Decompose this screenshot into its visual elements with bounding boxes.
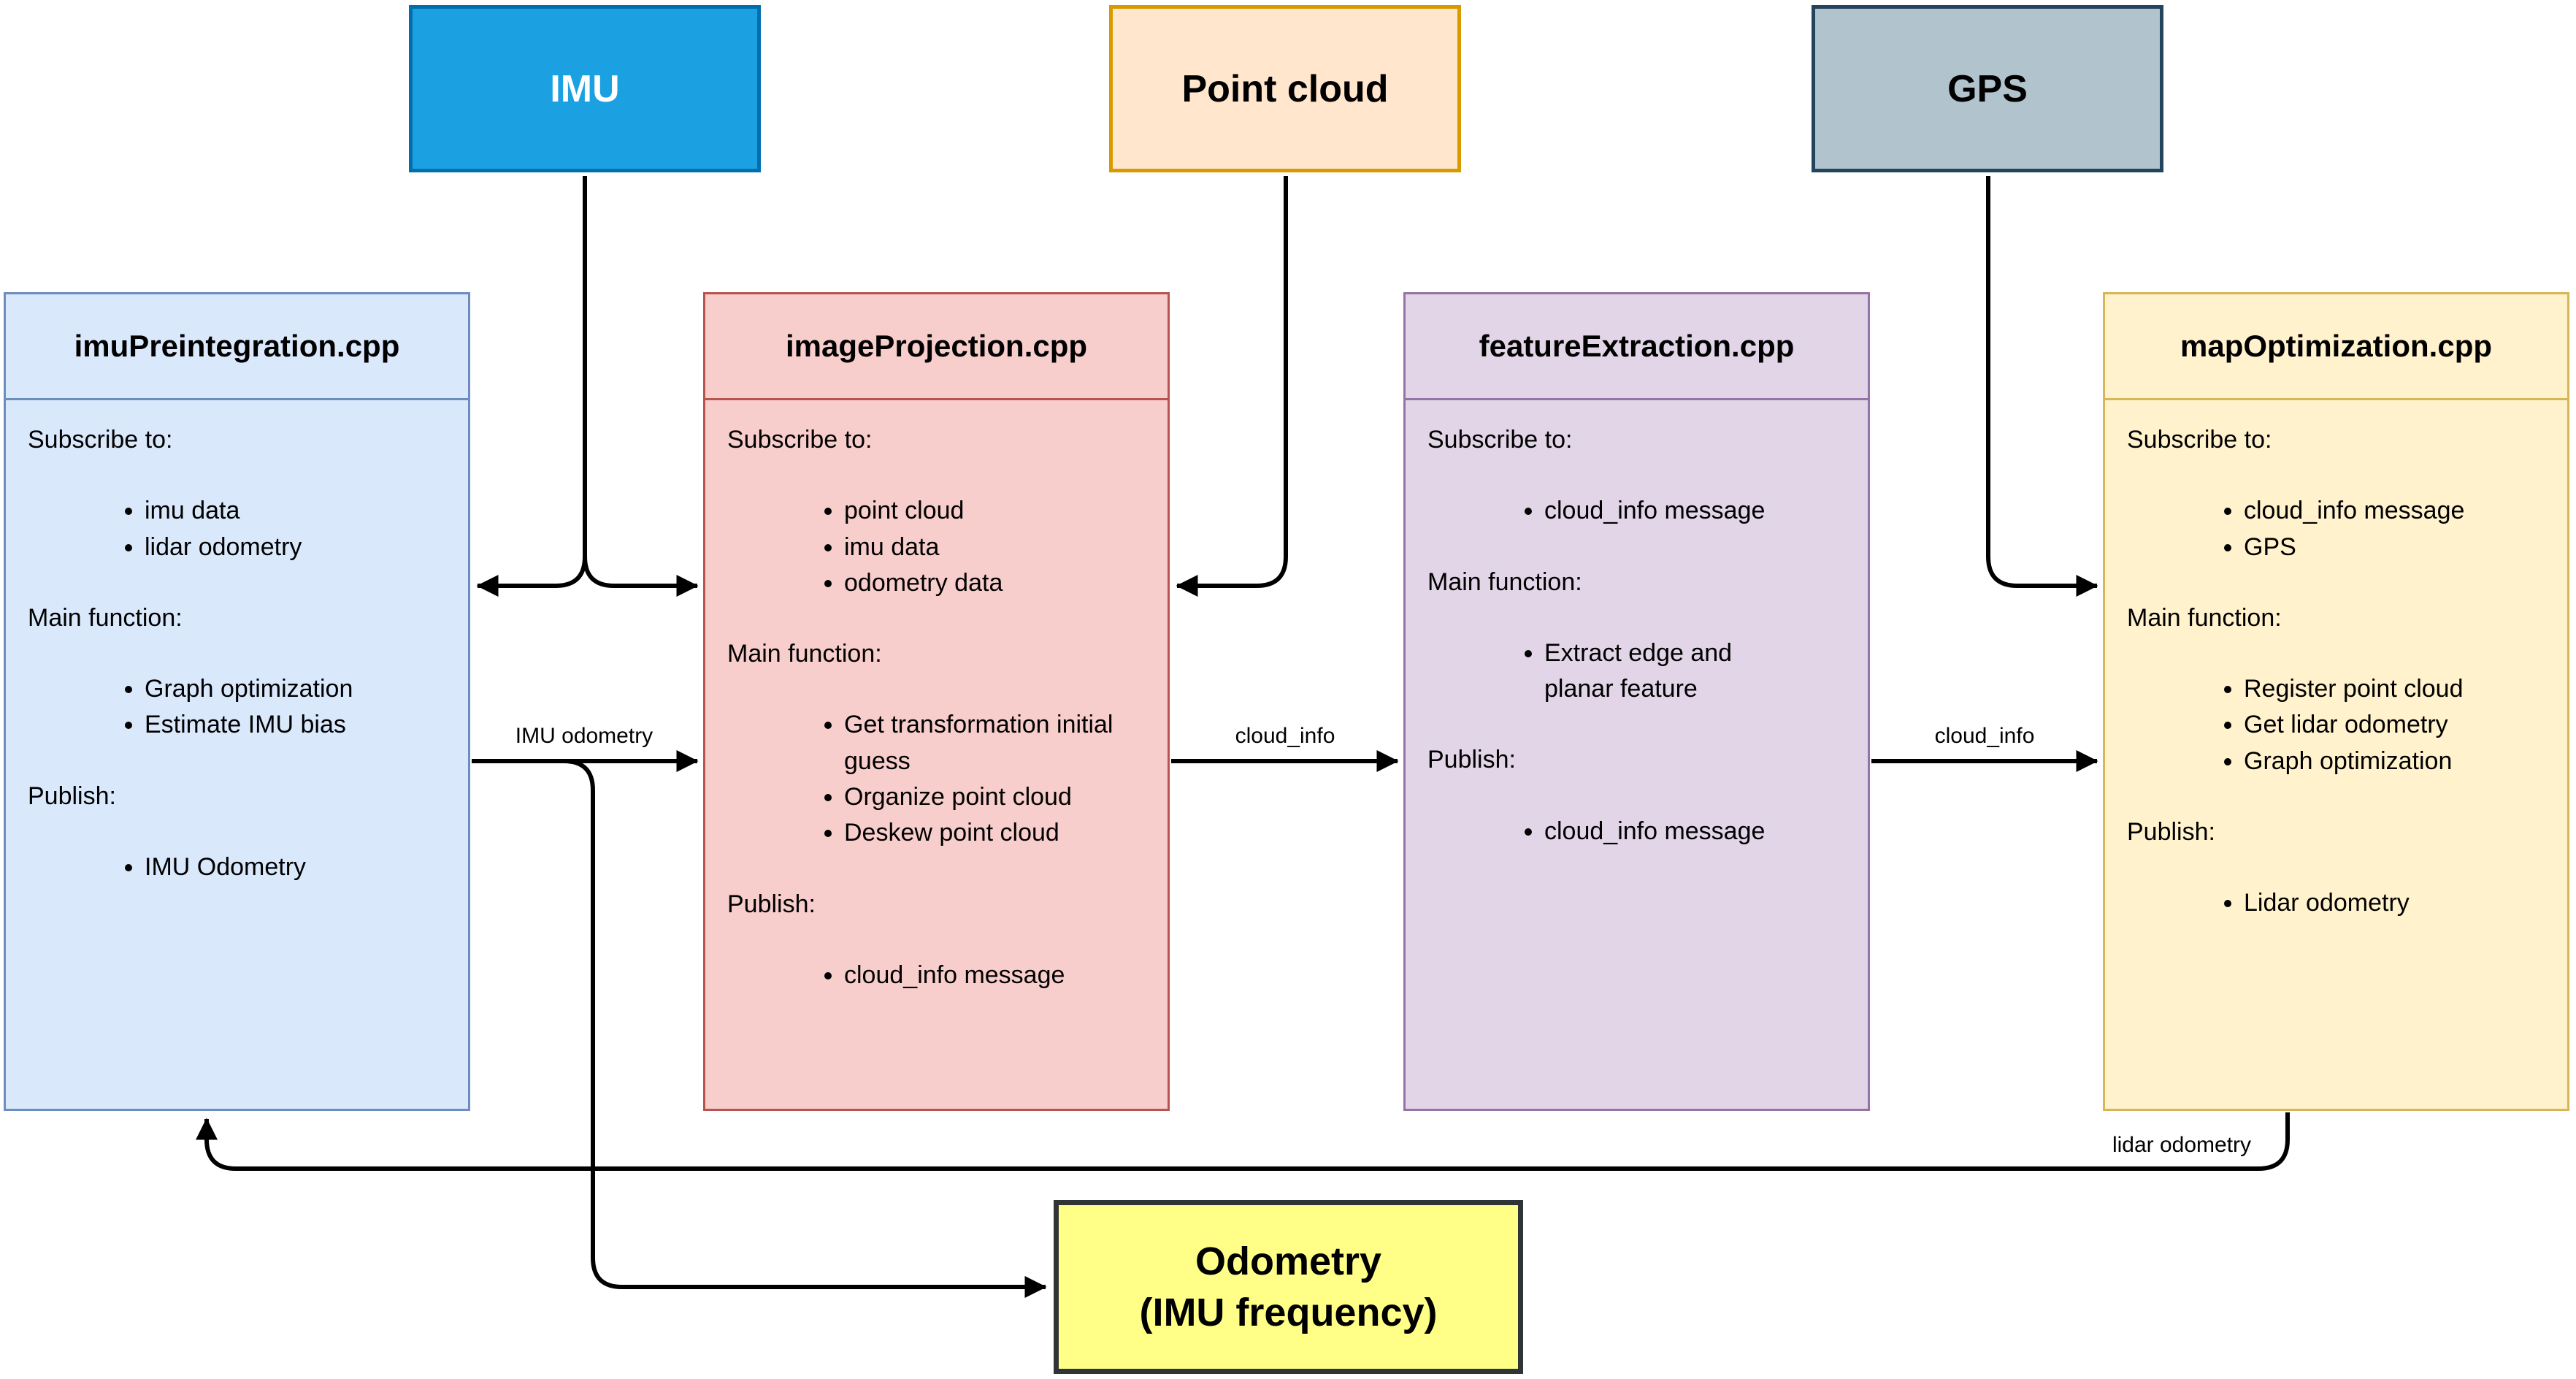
section-heading: Publish:	[2127, 818, 2215, 847]
node-title-featureextraction: featureExtraction.cpp	[1406, 294, 1868, 400]
node-title-imupreintegration: imuPreintegration.cpp	[6, 294, 468, 400]
source-box-imu: IMU	[409, 5, 761, 172]
bullet-item: cloud_info message	[1544, 493, 1849, 529]
source-label-imu: IMU	[550, 67, 620, 110]
edge-label-cloud-info-2: cloud_info	[1928, 724, 2041, 749]
output-box-odometry: Odometry (IMU frequency)	[1054, 1200, 1523, 1374]
bullet-item: odometry data	[844, 565, 1149, 601]
section-heading: Main function:	[28, 603, 183, 632]
section-heading: Publish:	[28, 782, 116, 810]
bullet-item: Estimate IMU bias	[145, 707, 449, 743]
bullet-list: Register point cloud Get lidar odometry …	[2127, 671, 2548, 779]
source-label-point-cloud: Point cloud	[1181, 67, 1389, 110]
edge-gps-to-mapoptimization	[1986, 176, 2098, 597]
bullet-list: Lidar odometry	[2127, 885, 2548, 921]
section-heading: Subscribe to:	[28, 426, 173, 454]
bullet-list: IMU Odometry	[28, 849, 449, 885]
bullet-item: Lidar odometry	[2244, 885, 2548, 921]
section-heading: Subscribe to:	[1427, 426, 1573, 454]
section-heading: Main function:	[1427, 568, 1582, 596]
node-imupreintegration: imuPreintegration.cpp Subscribe to: imu …	[4, 292, 470, 1111]
node-title-imageprojection: imageProjection.cpp	[705, 294, 1168, 400]
node-body-mapoptimization: Subscribe to: cloud_info message GPS Mai…	[2105, 400, 2567, 922]
bullet-list: point cloud imu data odometry data	[727, 493, 1149, 601]
bullet-item: cloud_info message	[2244, 493, 2548, 529]
bullet-list: Get transformation initial guess Organiz…	[727, 707, 1149, 851]
bullet-item: cloud_info message	[1544, 814, 1849, 849]
bullet-list: cloud_info message	[1427, 814, 1849, 849]
bullet-item: point cloud	[844, 493, 1149, 529]
section-heading: Main function:	[2127, 603, 2282, 632]
bullet-item: Graph optimization	[2244, 744, 2548, 779]
node-body-featureextraction: Subscribe to: cloud_info message Main fu…	[1406, 400, 1868, 849]
source-box-gps: GPS	[1812, 5, 2163, 172]
bullet-item: imu data	[145, 493, 449, 529]
source-label-gps: GPS	[1947, 67, 2028, 110]
bullet-list: Graph optimization Estimate IMU bias	[28, 671, 449, 744]
node-featureextraction: featureExtraction.cpp Subscribe to: clou…	[1403, 292, 1870, 1111]
bullet-item: lidar odometry	[145, 530, 449, 565]
bullet-item: Extract edge and planar feature	[1544, 635, 1785, 708]
bullet-item: imu data	[844, 530, 1149, 565]
bullet-item: Deskew point cloud	[844, 815, 1149, 851]
section-heading: Publish:	[1427, 746, 1516, 774]
section-heading: Subscribe to:	[727, 426, 873, 454]
node-body-imupreintegration: Subscribe to: imu data lidar odometry Ma…	[6, 400, 468, 885]
bullet-item: Graph optimization	[145, 671, 449, 707]
bullet-item: IMU Odometry	[145, 849, 449, 885]
node-body-imageprojection: Subscribe to: point cloud imu data odome…	[705, 400, 1168, 993]
section-heading: Subscribe to:	[2127, 426, 2272, 454]
edge-imu-to-imupreintegration	[476, 176, 587, 597]
edge-imuodometry-branch-to-output	[563, 759, 1047, 1298]
edge-label-imu-odometry: IMU odometry	[509, 724, 659, 749]
bullet-list: cloud_info message	[1427, 493, 1849, 529]
bullet-list: imu data lidar odometry	[28, 493, 449, 565]
section-heading: Publish:	[727, 890, 816, 918]
bullet-item: Organize point cloud	[844, 779, 1149, 815]
bullet-item: Get lidar odometry	[2244, 707, 2548, 743]
node-title-mapoptimization: mapOptimization.cpp	[2105, 294, 2567, 400]
bullet-item: Get transformation initial guess	[844, 707, 1149, 779]
output-label-line1: Odometry	[1195, 1239, 1382, 1283]
bullet-list: cloud_info message	[727, 958, 1149, 993]
bullet-item: GPS	[2244, 530, 2548, 565]
edge-lidarodometry-feedback-to-imupreintegration	[196, 1112, 2290, 1171]
section-heading: Main function:	[727, 640, 882, 668]
source-box-point-cloud: Point cloud	[1109, 5, 1461, 172]
bullet-list: Extract edge and planar feature	[1427, 635, 1849, 708]
node-imageprojection: imageProjection.cpp Subscribe to: point …	[703, 292, 1170, 1111]
node-mapoptimization: mapOptimization.cpp Subscribe to: cloud_…	[2103, 292, 2569, 1111]
edge-imu-to-imageprojection	[583, 556, 699, 597]
bullet-item: cloud_info message	[844, 958, 1149, 993]
bullet-item: Register point cloud	[2244, 671, 2548, 707]
edge-label-cloud-info-1: cloud_info	[1229, 724, 1341, 749]
bullet-list: cloud_info message GPS	[2127, 493, 2548, 565]
output-label-line2: (IMU frequency)	[1139, 1291, 1438, 1334]
edge-label-lidar-odometry: lidar odometry	[2106, 1133, 2258, 1158]
edge-pointcloud-to-imageprojection	[1176, 176, 1288, 597]
